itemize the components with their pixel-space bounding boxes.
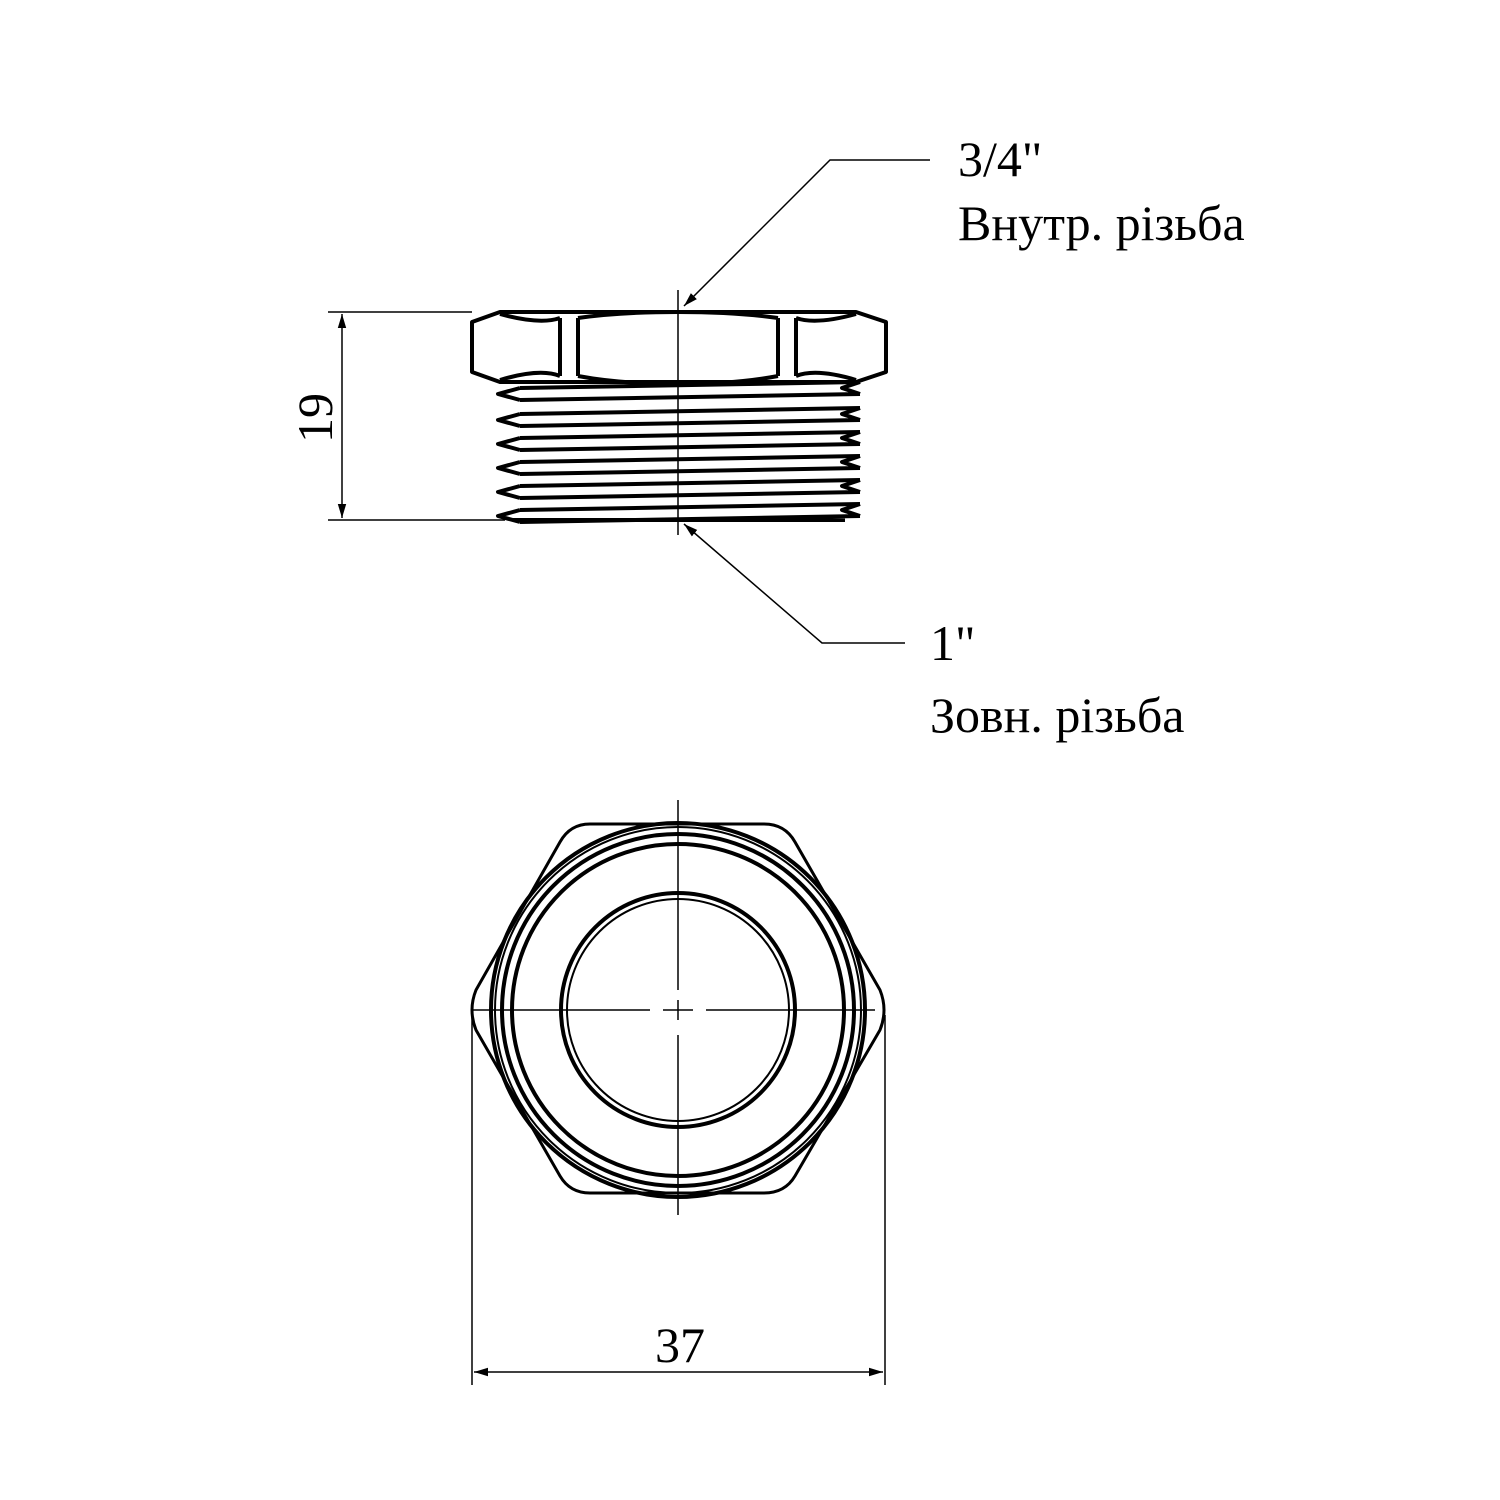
thread-profile [496, 380, 861, 524]
front-view [470, 800, 886, 1215]
hex-flat-left [499, 310, 679, 386]
thread-lines [496, 380, 861, 524]
width-dimension-label: 37 [655, 1317, 705, 1373]
outer-thread-size: 1" [930, 615, 975, 671]
outer-thread-callout: 1" Зовн. різьба [683, 523, 1185, 743]
width-dimension: 37 [471, 1015, 886, 1385]
outer-thread-label: Зовн. різьба [930, 687, 1185, 743]
hex-outline [470, 822, 886, 1195]
inner-thread-size: 3/4" [958, 131, 1042, 187]
inner-thread-label: Внутр. різьба [958, 195, 1245, 251]
height-dimension: 19 [287, 311, 505, 521]
height-dimension-label: 19 [287, 393, 343, 443]
inner-thread-callout: 3/4" Внутр. різьба [683, 131, 1245, 307]
centerlines [472, 800, 875, 1215]
side-view [470, 290, 888, 535]
hex-flat-right [677, 310, 857, 386]
